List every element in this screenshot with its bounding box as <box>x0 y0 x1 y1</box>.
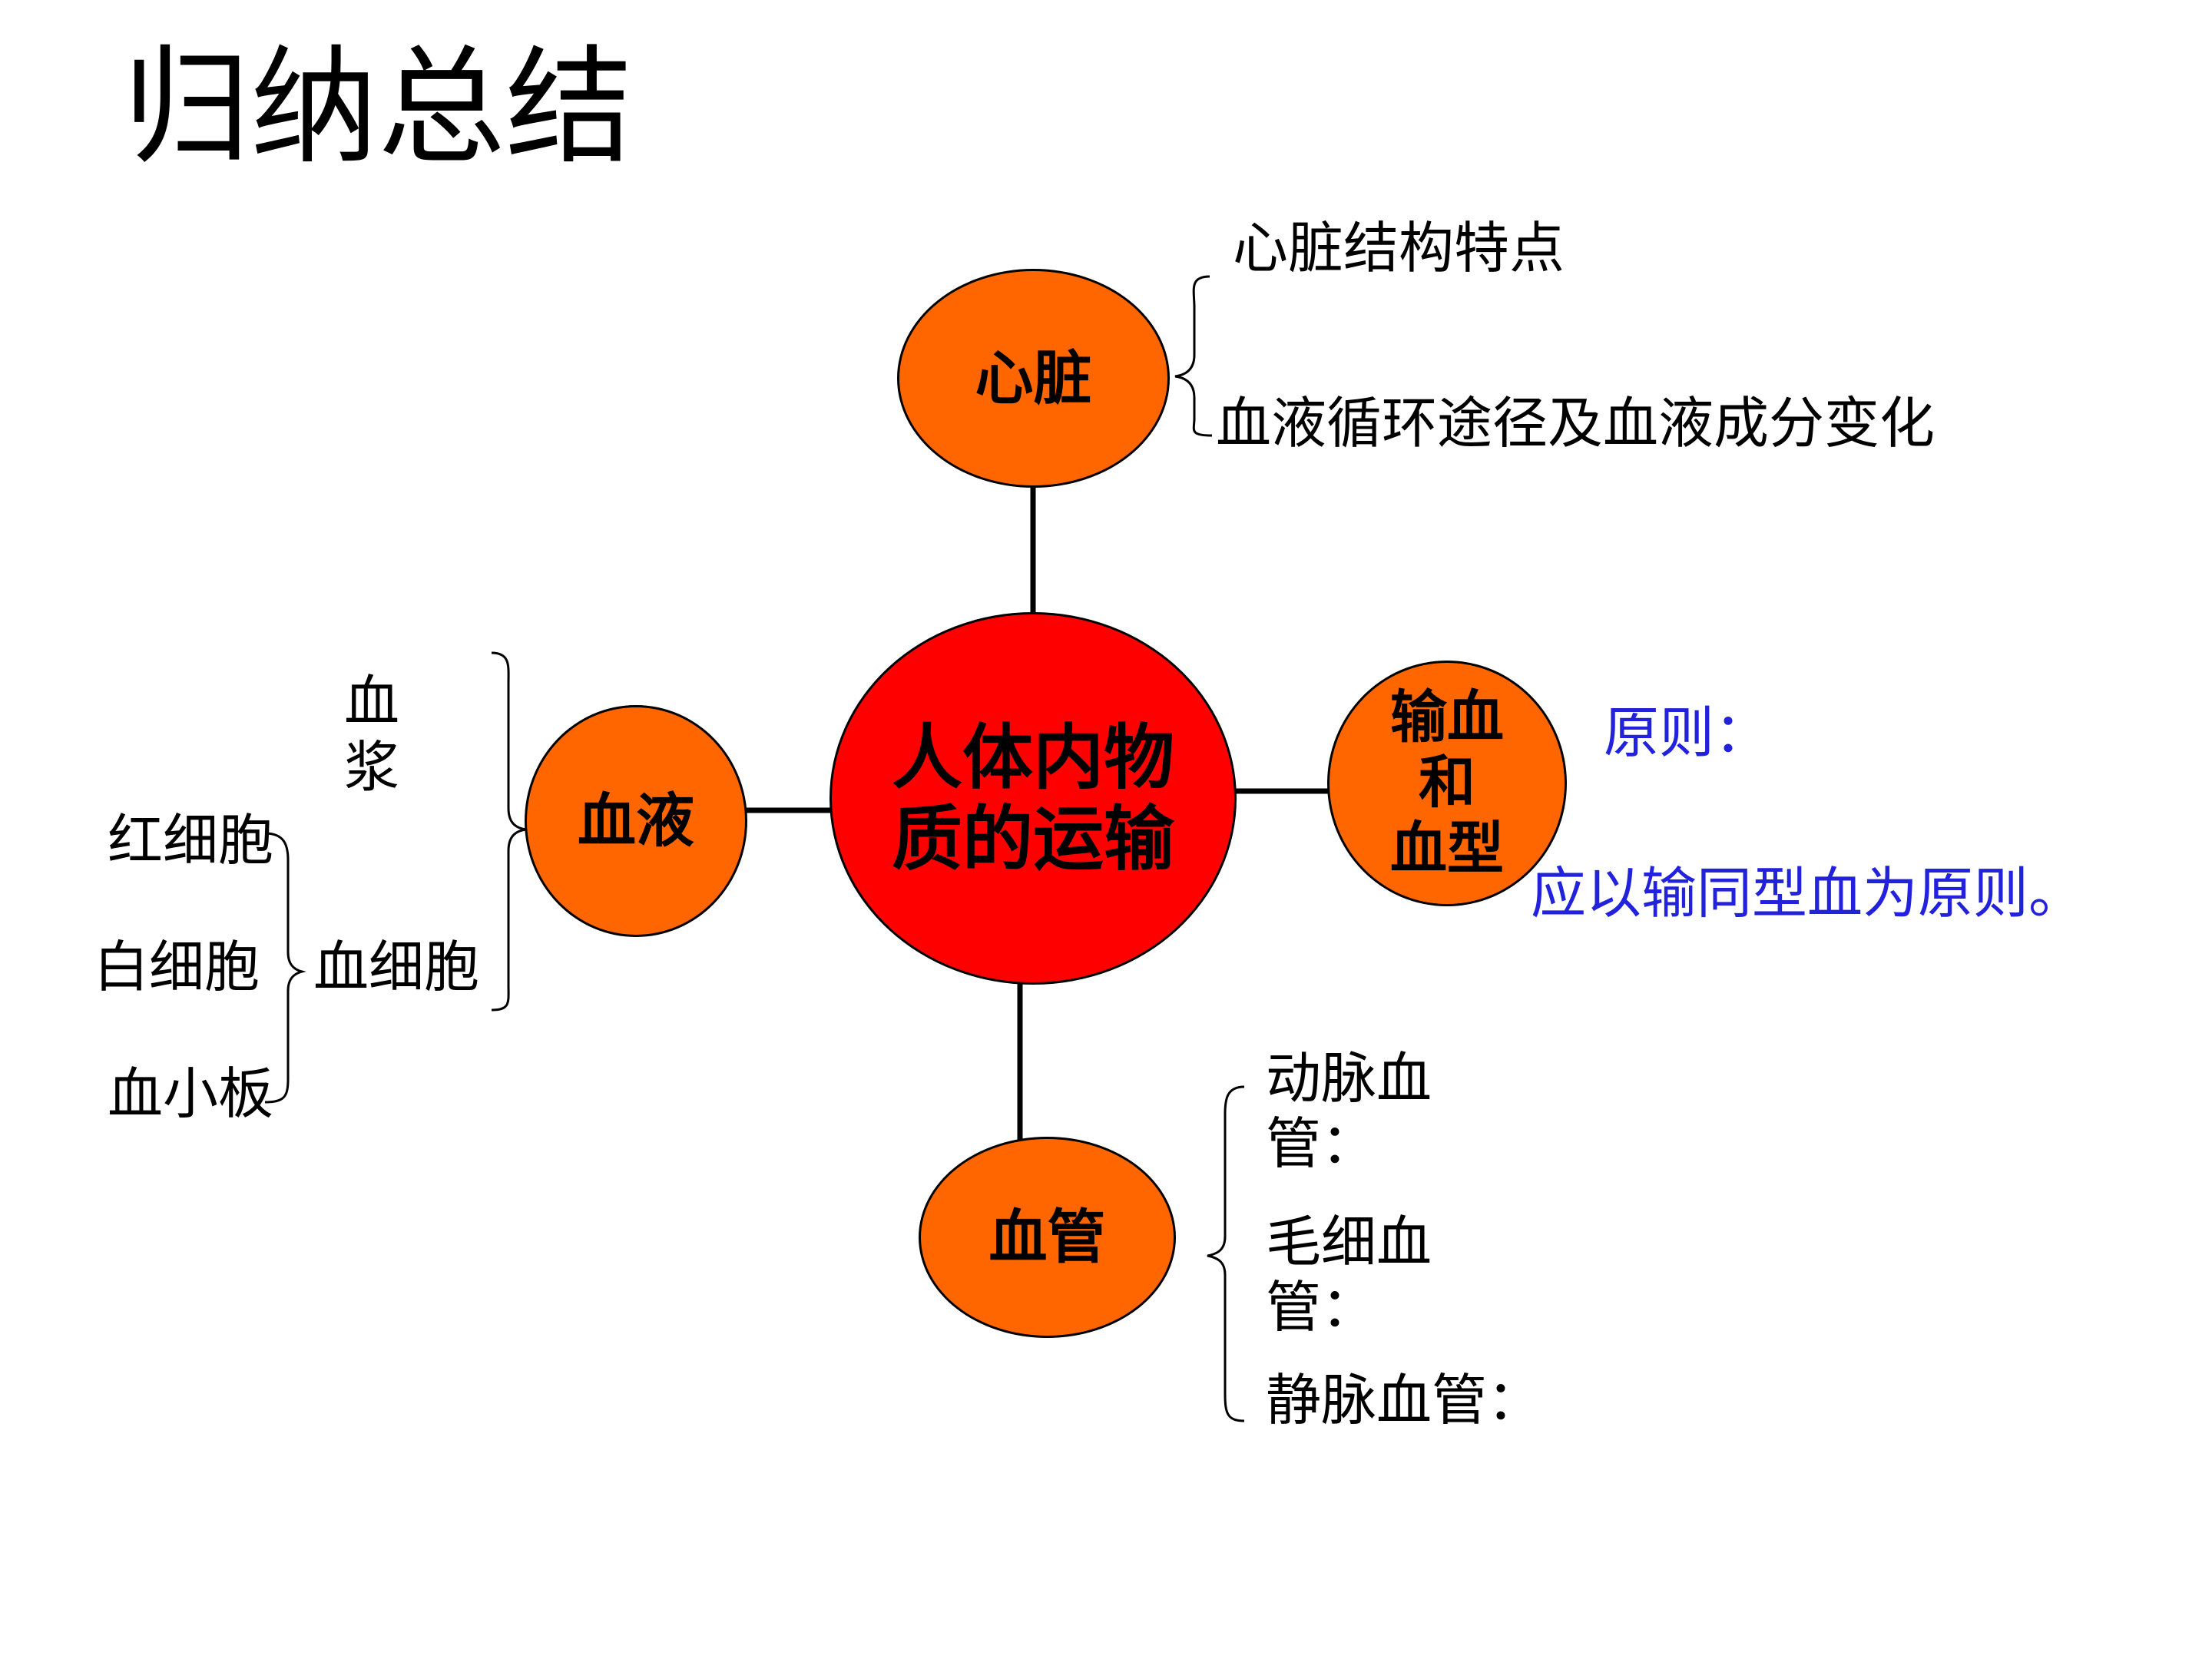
center-node-label: 人体内物 质的运输 <box>891 716 1174 880</box>
blood-node-label: 血液 <box>578 786 694 856</box>
vessel-item-vein: 静脉血管： <box>1266 1368 1543 1432</box>
transfusion-node: 输血 和 血型 <box>1327 661 1567 906</box>
blood-item-cells: 血细胞 <box>313 935 480 999</box>
transfusion-principle-label: 原则： <box>1604 700 1770 765</box>
blood-node: 血液 <box>525 705 747 937</box>
transfusion-node-label: 输血 和 血型 <box>1390 684 1504 882</box>
vessels-node-label: 血管 <box>988 1203 1106 1272</box>
brace-cell-types <box>264 832 306 1104</box>
transfusion-principle-text: 应以输同型血为原则。 <box>1531 861 2085 926</box>
vessels-node: 血管 <box>919 1137 1176 1338</box>
vessel-item-artery: 动脉血 管： <box>1266 1046 1432 1176</box>
page-title: 归纳总结 <box>123 34 633 182</box>
vessel-item-capillary: 毛细血 管： <box>1266 1210 1432 1339</box>
brace-blood <box>491 651 527 1012</box>
cell-type-platelet: 血小板 <box>108 1061 274 1126</box>
blood-item-plasma: 血 浆 <box>344 669 400 800</box>
heart-item-circulation: 血液循环途径及血液成分变化 <box>1216 391 1936 455</box>
brace-vessels <box>1207 1085 1245 1422</box>
cell-type-red: 红细胞 <box>108 808 274 873</box>
center-node: 人体内物 质的运输 <box>830 612 1237 985</box>
heart-node-label: 心脏 <box>975 343 1092 412</box>
heart-item-structure: 心脏结构特点 <box>1233 216 1565 280</box>
brace-heart <box>1174 275 1213 437</box>
heart-node: 心脏 <box>897 269 1170 488</box>
cell-type-white: 白细胞 <box>94 935 260 999</box>
